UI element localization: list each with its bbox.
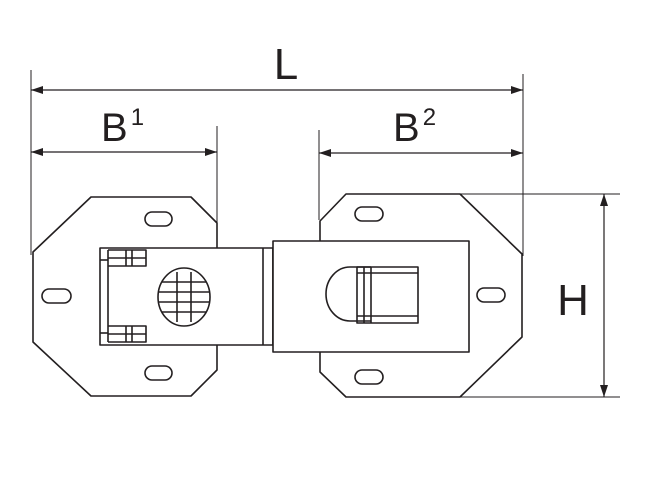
label-H: H (557, 276, 589, 325)
extension-lines (30, 70, 620, 398)
label-B2-base: B (393, 106, 420, 150)
left-plate-bottom-slot (144, 365, 173, 381)
left-plate-side-slot (41, 288, 72, 304)
hinge-arm (99, 240, 470, 353)
label-B2-superscript: 2 (423, 104, 436, 131)
left-clip (107, 249, 147, 343)
right-plate-side-slot (476, 287, 506, 303)
left-plate-top-slot (144, 211, 173, 227)
label-L: L (274, 40, 298, 89)
dimension-lines (31, 86, 608, 397)
right-latch (325, 266, 419, 324)
adjustment-screw (157, 267, 211, 327)
label-B1-superscript: 1 (131, 104, 144, 131)
label-B1-base: B (101, 106, 128, 150)
right-plate-bottom-slot (354, 369, 384, 385)
right-plate-top-slot (354, 206, 384, 222)
